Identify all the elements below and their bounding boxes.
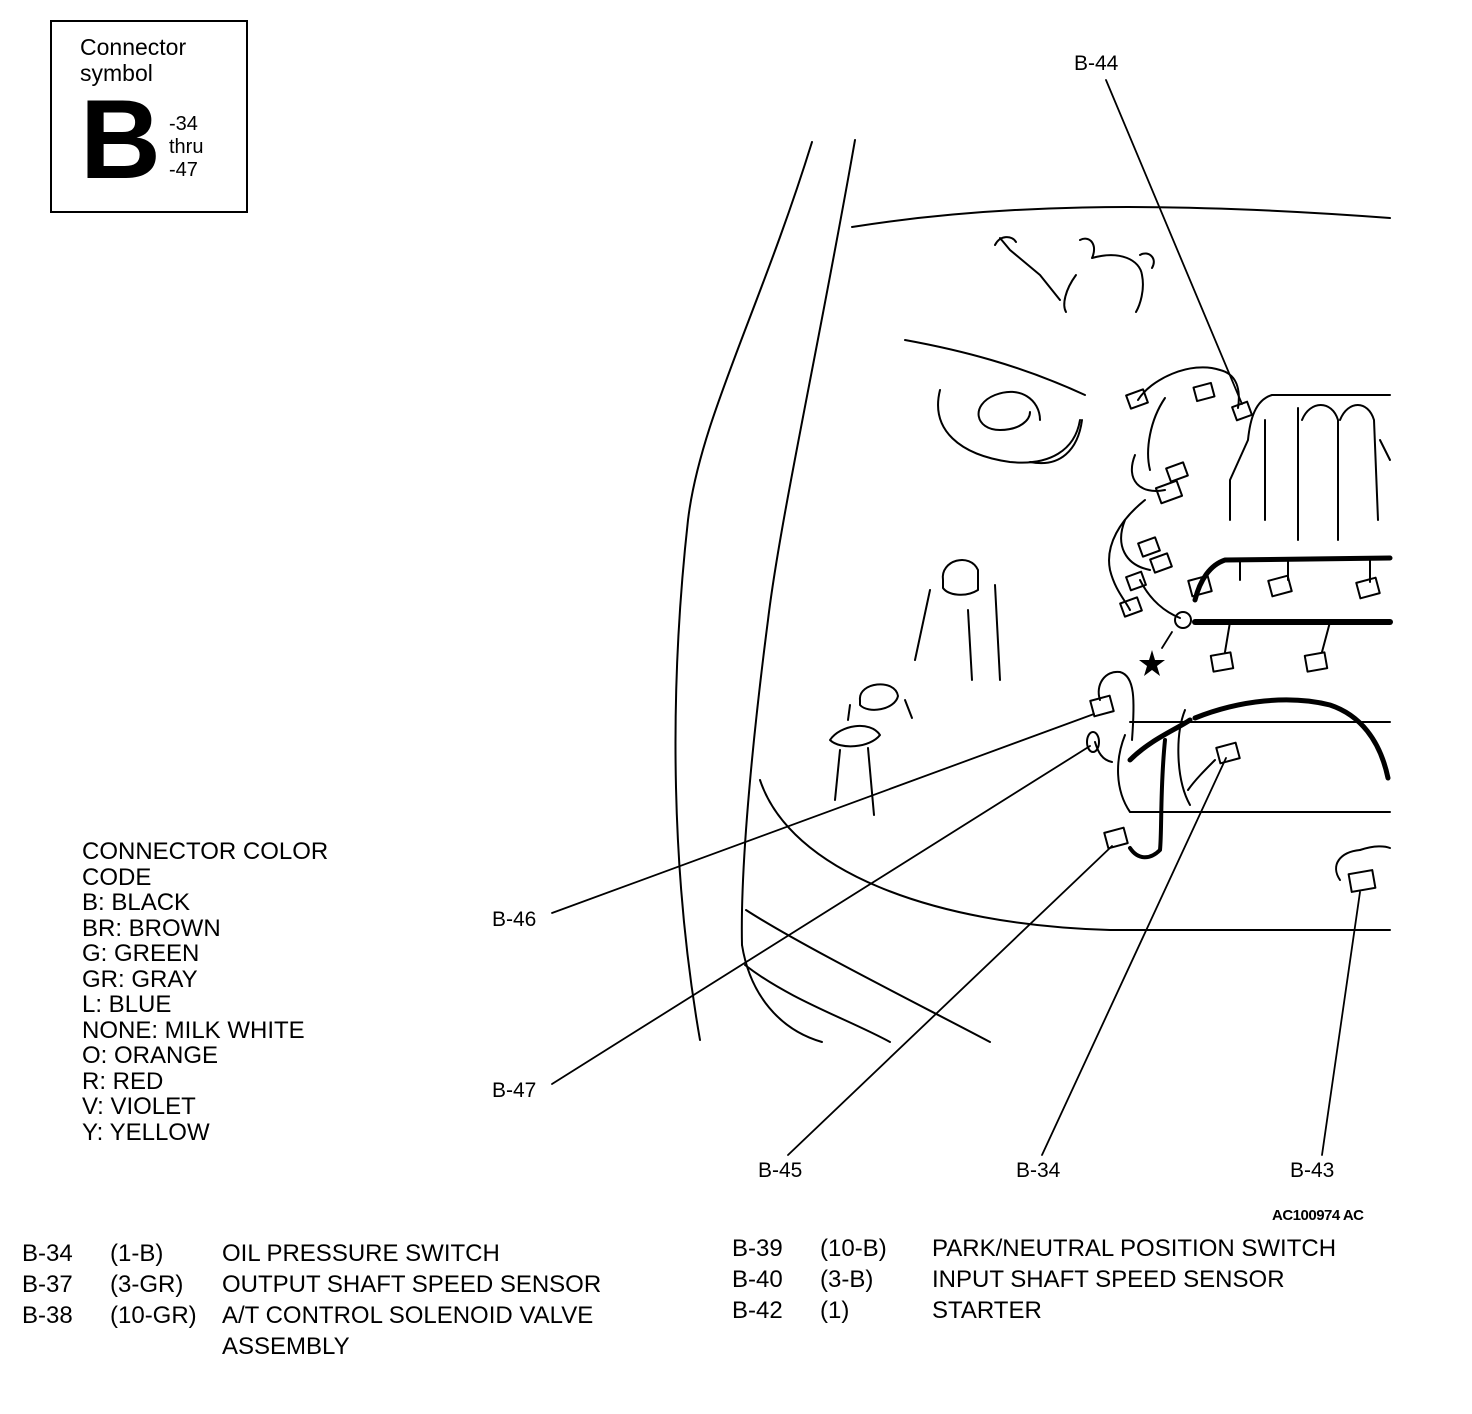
connector-blocks — [1086, 381, 1381, 893]
connector-symbol-letter: B — [80, 77, 161, 202]
legend-entry: O: ORANGE — [82, 1042, 219, 1069]
connector-name: OIL PRESSURE SWITCH — [222, 1240, 500, 1267]
connector-spec: (10-B) — [820, 1235, 887, 1262]
figure-id: AC100974 AC — [1272, 1207, 1364, 1224]
connector-row-b40: B-40 (3-B) INPUT SHAFT SPEED SENSOR — [732, 1266, 1432, 1296]
connector-name: INPUT SHAFT SPEED SENSOR — [932, 1266, 1285, 1293]
connector-id: B-38 — [22, 1302, 73, 1329]
connector-symbol-title: Connector symbol — [80, 34, 186, 86]
connector-row-b42: B-42 (1) STARTER — [732, 1297, 1432, 1327]
connector-id: B-40 — [732, 1266, 783, 1293]
connector-id: B-39 — [732, 1235, 783, 1262]
connector-id: B-37 — [22, 1271, 73, 1298]
engine-components — [829, 236, 1391, 851]
connector-spec: (10-GR) — [110, 1302, 197, 1329]
callout-b46: B-46 — [492, 908, 537, 931]
legend-heading-line2: CODE — [82, 863, 152, 891]
legend-entry: Y: YELLOW — [82, 1118, 210, 1146]
connector-name: A/T CONTROL SOLENOID VALVE — [222, 1302, 594, 1329]
connector-id: B-42 — [732, 1297, 783, 1324]
symbol-range-line3: -47 — [169, 159, 198, 181]
legend-entry: L: BLUE — [82, 991, 172, 1018]
connector-symbol-box: Connector symbol B -34 thru -47 — [50, 20, 248, 213]
connector-name: STARTER — [932, 1297, 1042, 1324]
wiring-harness — [1094, 366, 1393, 881]
legend-entry: R: RED — [82, 1067, 164, 1095]
symbol-title-line1: Connector — [80, 34, 187, 60]
connector-row-b37: B-37 (3-GR) OUTPUT SHAFT SPEED SENSOR — [22, 1271, 712, 1301]
connector-name: ASSEMBLY — [222, 1333, 350, 1360]
connector-symbol-range: -34 thru -47 — [169, 113, 203, 182]
connector-row-b34: B-34 (1-B) OIL PRESSURE SWITCH — [22, 1240, 712, 1270]
callout-b45: B-45 — [758, 1159, 803, 1182]
connector-name: PARK/NEUTRAL POSITION SWITCH — [932, 1235, 1337, 1262]
connector-spec: (1) — [820, 1297, 850, 1324]
legend-entry: NONE: MILK WHITE — [82, 1016, 305, 1044]
legend-entry: GR: GRAY — [82, 965, 198, 993]
callout-b44: B-44 — [1074, 52, 1119, 75]
connector-spec: (3-GR) — [110, 1271, 184, 1298]
callout-b43: B-43 — [1290, 1159, 1335, 1182]
connector-spec: (3-B) — [820, 1266, 874, 1293]
connector-row-b38-cont: ASSEMBLY — [22, 1333, 712, 1363]
symbol-range-line2: thru — [169, 136, 204, 158]
leader-lines — [551, 79, 1361, 1156]
callout-b34: B-34 — [1016, 1159, 1061, 1182]
connector-row-b39: B-39 (10-B) PARK/NEUTRAL POSITION SWITCH — [732, 1235, 1432, 1265]
connector-color-code-legend: CONNECTOR COLOR CODE B: BLACK BR: BROWN … — [82, 839, 328, 1145]
legend-entry: G: GREEN — [82, 940, 200, 967]
legend-entry: B: BLACK — [82, 889, 191, 916]
connector-name: OUTPUT SHAFT SPEED SENSOR — [222, 1271, 602, 1298]
connector-id: B-34 — [22, 1240, 73, 1267]
symbol-title-line2: symbol — [80, 60, 153, 86]
body-outline — [674, 139, 1391, 1043]
connector-row-b38: B-38 (10-GR) A/T CONTROL SOLENOID VALVE — [22, 1302, 712, 1332]
legend-entry: BR: BROWN — [82, 914, 221, 942]
legend-entry: V: VIOLET — [82, 1093, 196, 1120]
callout-b47: B-47 — [492, 1079, 537, 1102]
connector-spec: (1-B) — [110, 1240, 164, 1267]
symbol-range-line1: -34 — [169, 113, 198, 135]
legend-heading-line1: CONNECTOR COLOR — [82, 838, 329, 865]
